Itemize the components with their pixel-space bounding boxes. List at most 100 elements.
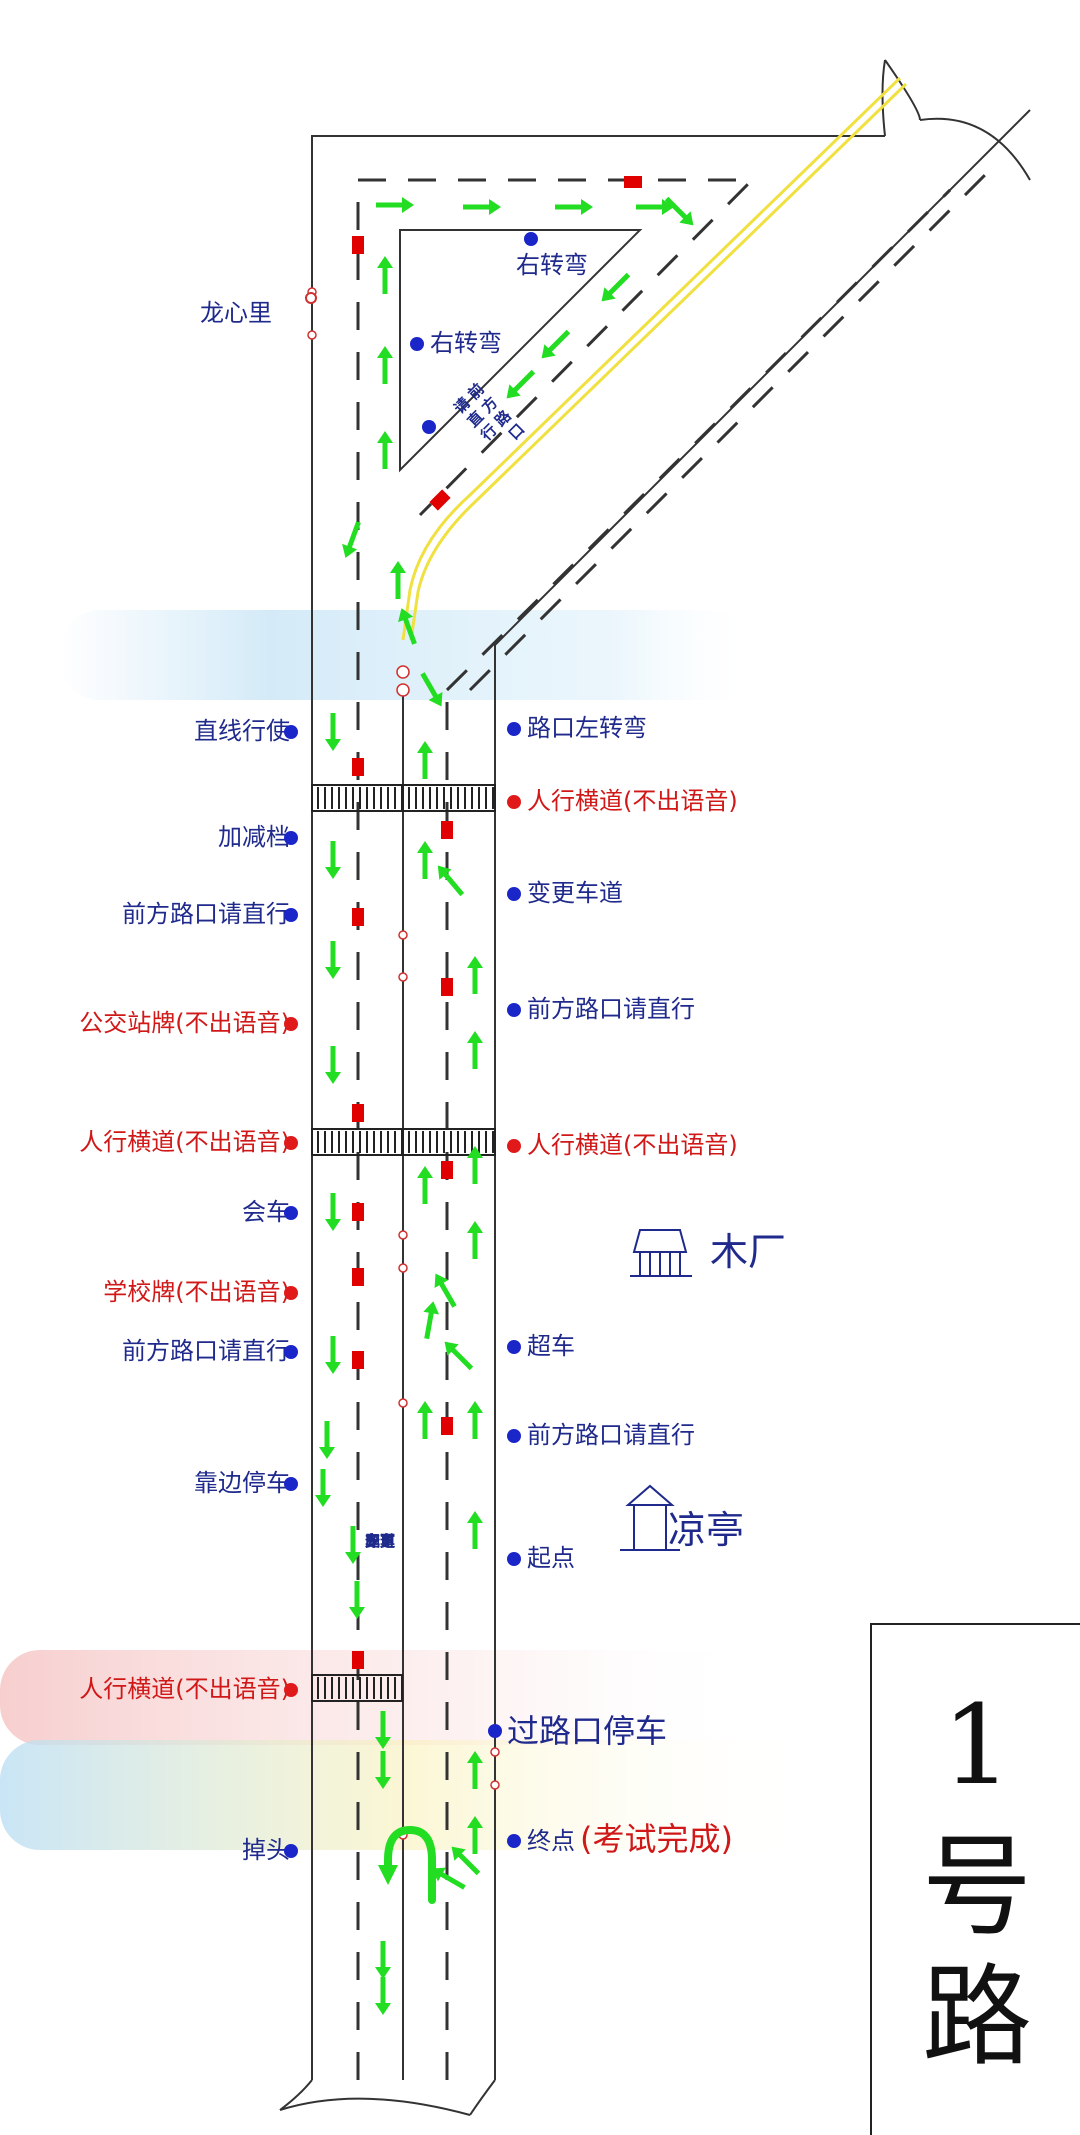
route-arrow: [375, 1751, 391, 1789]
center-line: [401, 76, 908, 641]
stop-label: 过路口停车: [507, 1712, 668, 1750]
left-label-crosswalk-1: 人行横道(不出语音): [79, 1128, 290, 1156]
arrow-shaft: [422, 1411, 428, 1439]
route-arrow: [375, 1941, 391, 1979]
ring: [398, 1398, 408, 1408]
marker: [352, 236, 364, 254]
arrow-shaft: [330, 1046, 336, 1074]
marker: [352, 1203, 364, 1221]
arrow-shaft: [402, 616, 417, 645]
marker: [441, 978, 453, 996]
right-dot: [507, 795, 521, 809]
right-dot: [507, 1552, 521, 1566]
end-dot: [507, 1834, 521, 1848]
arrow-head: [467, 956, 483, 968]
left-dot: [284, 725, 298, 739]
route-arrow: [342, 521, 361, 558]
marker: [441, 1417, 453, 1435]
place-longxinli: 龙心里: [200, 299, 272, 327]
arrow-shaft: [472, 1761, 478, 1789]
route-arrow: [325, 713, 341, 751]
route-arrow: [444, 1341, 474, 1371]
right-label-crosswalk-2: 人行横道(不出语音): [527, 1131, 738, 1159]
arrow-head: [377, 431, 393, 443]
end-note: (考试完成): [580, 1820, 733, 1858]
right-dot: [507, 1429, 521, 1443]
arrow-shaft: [380, 1941, 386, 1969]
arrow-shaft: [346, 521, 361, 550]
right-dot: [507, 1139, 521, 1153]
route-arrow: [467, 1816, 483, 1854]
arrow-shaft: [472, 1231, 478, 1259]
left-label-meet-car: 会车: [242, 1198, 290, 1226]
arrow-head: [541, 344, 556, 359]
arrow-shaft: [376, 202, 404, 208]
arrow-shaft: [324, 1421, 330, 1449]
marker: [352, 1104, 364, 1122]
arrow-head: [319, 1447, 335, 1459]
route-arrow: [601, 272, 631, 302]
route-arrow: [467, 1401, 483, 1439]
ring-x: [396, 665, 410, 679]
marker: [352, 1268, 364, 1286]
arrow-head: [428, 692, 443, 707]
arrow-shaft: [330, 1336, 336, 1364]
arrow-shaft: [472, 1041, 478, 1069]
arrow-head: [434, 1273, 449, 1288]
arrow-head: [375, 1737, 391, 1749]
route-word-hao: 号: [922, 1823, 1032, 1951]
arrow-head: [402, 197, 414, 213]
factory-icon: [630, 1229, 692, 1277]
route-arrow: [377, 346, 393, 384]
route-arrows: [315, 196, 694, 2015]
u-turn-arrow: [384, 1825, 436, 1904]
arrow-shaft: [472, 1411, 478, 1439]
left-dot: [284, 1136, 298, 1150]
route-arrow: [467, 1751, 483, 1789]
arrow-head: [377, 256, 393, 268]
route-arrow: [375, 1711, 391, 1749]
right-label-start: 起点: [527, 1544, 575, 1572]
arrow-head: [437, 865, 452, 880]
arrow-head: [375, 1967, 391, 1979]
route-arrow: [315, 1469, 331, 1507]
route-number: 1: [942, 1681, 1012, 1809]
route-arrow: [325, 1336, 341, 1374]
route-number-panel: 1 号 路: [870, 1623, 1080, 2135]
arrow-head: [467, 1221, 483, 1233]
route-arrow: [325, 941, 341, 979]
route-arrow: [398, 608, 417, 645]
route-arrow: [636, 199, 674, 215]
route-arrow: [390, 561, 406, 599]
left-label-bus-stop: 公交站牌(不出语音): [79, 1009, 290, 1037]
left-label-straight-ahead-1: 前方路口请直行: [122, 900, 290, 928]
arrow-head: [315, 1495, 331, 1507]
left-label-gear: 加减档: [218, 823, 290, 851]
left-dot: [284, 831, 298, 845]
route-arrow: [319, 1421, 335, 1459]
arrow-head: [467, 1401, 483, 1413]
arrow-head: [506, 384, 521, 399]
arrow-shaft: [636, 204, 664, 210]
right-dot: [507, 722, 521, 736]
route-arrow: [325, 1193, 341, 1231]
ring: [398, 930, 408, 940]
arrow-head: [467, 1751, 483, 1763]
arrow-shaft: [382, 441, 388, 469]
triangle-label-2: 右转弯: [430, 329, 502, 357]
route-arrow: [451, 1846, 481, 1876]
left-dot: [284, 1683, 298, 1697]
route-arrow: [417, 1401, 433, 1439]
route-arrow: [325, 1046, 341, 1084]
arrow-shaft: [354, 1581, 360, 1609]
arrow-head: [377, 346, 393, 358]
marker: [352, 1651, 364, 1669]
left-label-u-turn: 掉头: [242, 1836, 290, 1864]
route-arrow: [437, 865, 465, 897]
arrow-shaft: [546, 329, 571, 354]
route-arrow: [423, 1301, 440, 1340]
arrow-shaft: [320, 1469, 326, 1497]
arrow-shaft: [330, 1193, 336, 1221]
route-arrow: [345, 1526, 361, 1564]
